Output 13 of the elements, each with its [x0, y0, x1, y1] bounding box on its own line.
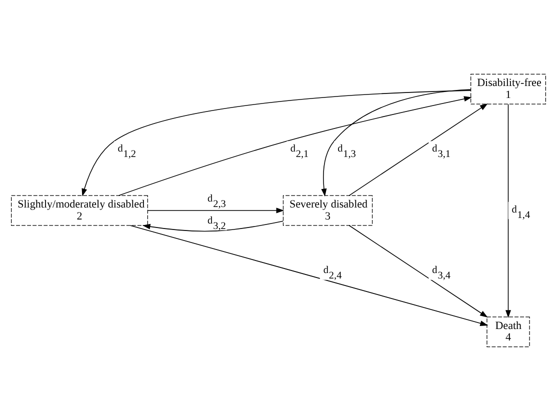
node-box: Slightly/moderately disabled 2	[11, 194, 148, 226]
node-box: Severely disabled 3	[282, 194, 373, 226]
arrow	[321, 88, 472, 196]
arrow	[130, 224, 488, 326]
node-box: Death 4	[486, 316, 530, 347]
arrow	[348, 224, 488, 318]
arrow	[118, 96, 472, 196]
arrow	[348, 102, 488, 196]
arrow	[142, 220, 284, 232]
node-box: Disability-free 1	[470, 73, 546, 104]
arrow	[82, 90, 472, 196]
arrow	[148, 207, 284, 213]
arrow	[505, 103, 511, 318]
